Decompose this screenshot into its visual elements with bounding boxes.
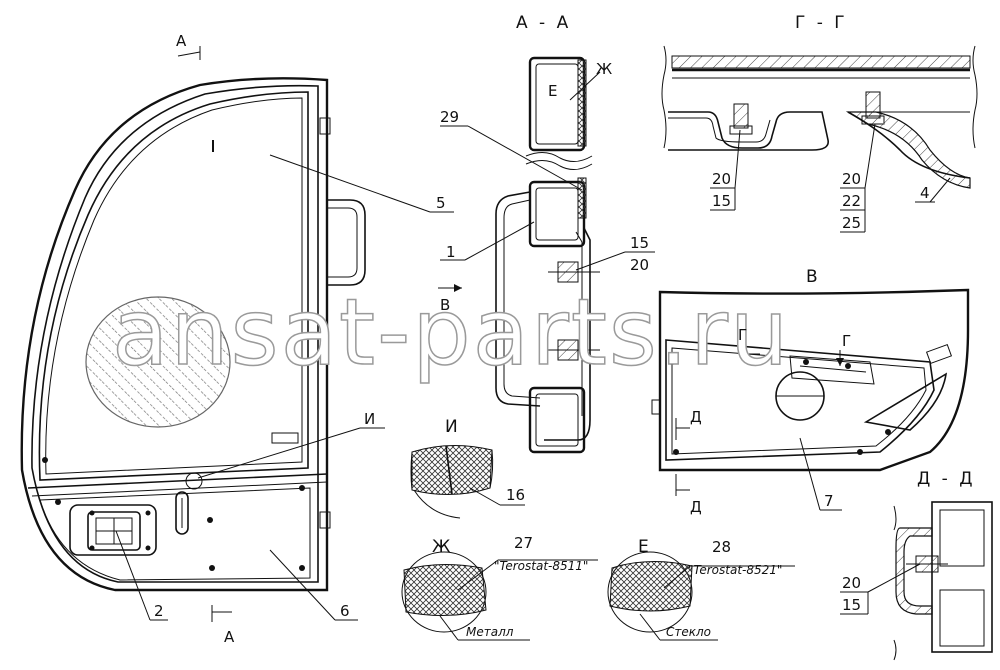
section-gg <box>661 45 978 233</box>
door-main-view <box>20 46 366 622</box>
callout-20-d: 20 <box>842 574 861 592</box>
detail-e <box>607 551 795 641</box>
view-v <box>651 288 970 511</box>
callout-15-g1: 15 <box>712 192 731 210</box>
marker-d-top: Д <box>690 408 702 426</box>
callout-27: 27 <box>514 534 533 552</box>
callout-15-d: 15 <box>842 596 861 614</box>
material-terostat-8521: "Terostat-8521" <box>688 563 782 577</box>
callout-15-aa: 15 <box>630 234 649 252</box>
material-terostat-8511: "Terostat-8511" <box>494 559 588 573</box>
marker-d-bottom: Д <box>690 498 702 516</box>
marker-g-right: Г <box>842 332 851 350</box>
callout-7: 7 <box>824 492 834 510</box>
marker-a-top: А <box>176 32 187 50</box>
section-title-dd: Д - Д <box>917 469 976 489</box>
callout-5: 5 <box>436 194 446 212</box>
marker-zh-aa: Ж <box>596 60 612 78</box>
marker-i-main: И <box>364 410 375 428</box>
section-dd <box>840 501 993 661</box>
material-metal: Металл <box>466 625 514 639</box>
main-view-leaders <box>115 154 454 621</box>
callout-25-g2: 25 <box>842 214 861 232</box>
callout-6: 6 <box>340 602 350 620</box>
marker-b-arrow: В <box>440 296 450 314</box>
detail-title-zh: Ж <box>432 537 453 557</box>
detail-title-e: Е <box>638 537 652 557</box>
callout-29: 29 <box>440 108 459 126</box>
material-glass: Стекло <box>666 625 711 639</box>
callout-20-g2: 20 <box>842 170 861 188</box>
callout-28: 28 <box>712 538 731 556</box>
callout-4: 4 <box>920 184 930 202</box>
detail-zh <box>401 551 598 641</box>
marker-g-left: Г <box>738 326 747 344</box>
labels: А - А Г - Г В Д - Д И Ж Е А А В Г Г Д Д … <box>154 13 976 646</box>
detail-i <box>410 445 525 519</box>
watermark-circle <box>85 296 231 428</box>
section-title-aa: А - А <box>516 13 571 33</box>
marker-e-aa: Е <box>548 82 557 100</box>
section-aa <box>438 56 655 454</box>
callout-16: 16 <box>506 486 525 504</box>
callout-1: 1 <box>446 243 456 261</box>
callout-20-aa: 20 <box>630 256 649 274</box>
callout-22-g2: 22 <box>842 192 861 210</box>
detail-title-i: И <box>445 417 461 437</box>
view-title-v: В <box>806 267 821 287</box>
callout-2: 2 <box>154 602 164 620</box>
marker-a-bottom: А <box>224 628 235 646</box>
section-title-gg: Г - Г <box>795 13 848 33</box>
watermark-text: ansat-parts.ru <box>112 279 790 386</box>
callout-20-g1: 20 <box>712 170 731 188</box>
